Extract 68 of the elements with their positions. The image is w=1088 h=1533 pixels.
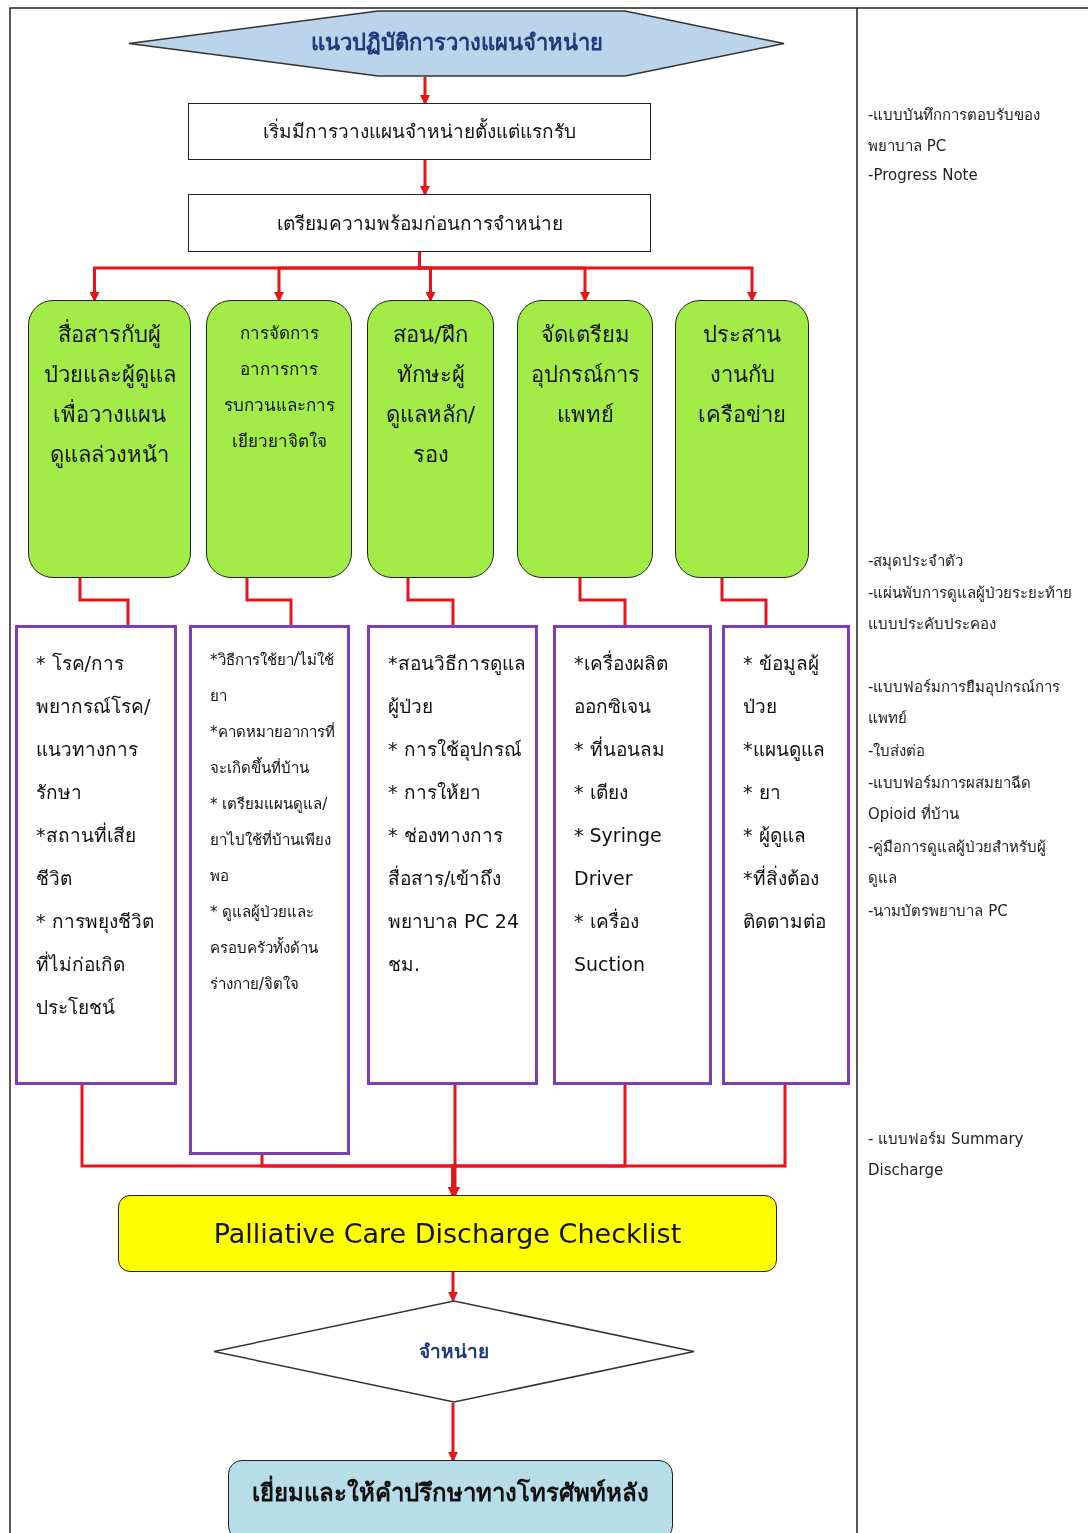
list-item: *แผนดูแล bbox=[743, 737, 826, 763]
connector-line bbox=[720, 578, 768, 625]
checklist-box bbox=[722, 625, 850, 1085]
list-item: * เตรียมแผนดูแล/ยาไปใช้ที่บ้านเพียงพอ bbox=[210, 794, 332, 887]
connector-line bbox=[578, 578, 627, 625]
arrow bbox=[420, 77, 430, 105]
process-box bbox=[228, 1460, 673, 1533]
box-text: สื่อสารกับผู้ป่วยและผู้ดูแลเพื่อวางแผนดูแลล่วงหน้า bbox=[39, 315, 180, 475]
box-text: สอน/ฝึกทักษะผู้ดูแลหลัก/รอง bbox=[384, 321, 477, 469]
checklist-box bbox=[189, 625, 350, 1155]
checklist-box bbox=[15, 625, 177, 1085]
list-item: * ดูแลผู้ป่วยและครอบครัวทั้งด้านร่างกาย/จิตใจ bbox=[210, 902, 319, 995]
list-item: * ข้อมูลผู้ป่วย bbox=[743, 651, 820, 719]
note-text: -แบบฟอร์มการผสมยาฉีด Opioid ที่บ้าน bbox=[868, 773, 1033, 825]
list-item: * การใช้อุปกรณ์ bbox=[388, 737, 523, 763]
list-item: * ยา bbox=[743, 780, 782, 805]
box-text: จัดเตรียมอุปกรณ์การแพทย์ bbox=[529, 321, 641, 429]
list-item: *ที่สิ่งต้องติดตามต่อ bbox=[743, 864, 827, 934]
box-text: ประสานงานกับเครือข่าย bbox=[697, 321, 787, 429]
decision-text: จำหน่าย bbox=[418, 1339, 490, 1365]
note-text: -ใบส่งต่อ bbox=[868, 741, 927, 762]
list-item: * ผู้ดูแล bbox=[743, 823, 807, 849]
list-item: *สอนวิธีการดูแลผู้ป่วย bbox=[388, 651, 527, 720]
decision-diamond bbox=[213, 1300, 695, 1403]
checklist-box bbox=[367, 625, 538, 1085]
title-banner bbox=[128, 10, 785, 77]
box-text: Palliative Care Discharge Checklist bbox=[212, 1216, 683, 1251]
connector-line bbox=[78, 578, 130, 625]
list-item: *วิธีการใช้ยา/ไม่ใช้ยา bbox=[210, 650, 335, 707]
arrow bbox=[418, 252, 757, 302]
task-box bbox=[517, 300, 653, 578]
note-text: -แผ่นพับการดูแลผู้ป่วยระยะท้ายแบบประคับประคอง bbox=[868, 583, 1073, 635]
arrow bbox=[420, 160, 430, 196]
list-item: *เครื่องผลิตออกซิเจน bbox=[574, 649, 669, 719]
process-box bbox=[188, 194, 651, 252]
process-box bbox=[188, 103, 651, 160]
box-text: เริ่มมีการวางแผนจำหน่ายตั้งแต่แรกรับ bbox=[262, 118, 577, 145]
note-text: -Progress Note bbox=[868, 165, 979, 186]
arrow bbox=[448, 1272, 458, 1302]
list-item: * ช่องทางการสื่อสาร/เข้าถึงพยาบาล PC 24 ชม. bbox=[388, 823, 520, 977]
task-box bbox=[675, 300, 809, 578]
list-item: * การให้ยา bbox=[388, 780, 482, 805]
list-item: * Syringe Driver bbox=[574, 823, 663, 891]
box-text: เยี่ยมและให้คำปรึกษาทางโทรศัพท์หลัง bbox=[229, 1477, 672, 1511]
title: แนวปฏิบัติการวางแผนจำหน่าย bbox=[309, 29, 604, 58]
connector-line bbox=[245, 578, 293, 625]
note-text: -คู่มือการดูแลผู้ป่วยสำหรับผู้ดูแล bbox=[868, 837, 1048, 889]
list-item: * ที่นอนลม bbox=[574, 735, 666, 762]
list-item: *สถานที่เสียชีวิต bbox=[36, 821, 137, 891]
list-item: * เครื่อง Suction bbox=[574, 907, 646, 977]
task-box bbox=[206, 300, 352, 578]
note-text: - แบบฟอร์ม Summary Discharge bbox=[868, 1129, 1025, 1181]
list-item: *คาดหมายอาการที่จะเกิดขึ้นที่บ้าน bbox=[210, 721, 336, 779]
arrow bbox=[448, 1403, 458, 1462]
note-text: -แบบฟอร์มการยืมอุปกรณ์การแพทย์ bbox=[868, 677, 1062, 729]
note-text: -แบบบันทึกการตอบรับของพยาบาล PC bbox=[868, 105, 1042, 157]
checklist-box bbox=[553, 625, 712, 1085]
note-text: -นามบัตรพยาบาล PC bbox=[868, 901, 1009, 922]
list-item: * เตียง bbox=[574, 780, 629, 805]
box-text: การจัดการอาการการรบกวนและการเยียวยาจิตใจ bbox=[222, 322, 336, 453]
list-item: * การพยุงชีวิตที่ไม่ก่อเกิดประโยชน์ bbox=[36, 909, 155, 1020]
checklist-box bbox=[118, 1195, 777, 1272]
task-box bbox=[28, 300, 191, 578]
list-item: * โรค/การพยากรณ์โรค/แนวทางการรักษา bbox=[36, 651, 152, 805]
box-text: เตรียมความพร้อมก่อนการจำหน่าย bbox=[275, 210, 564, 236]
connector-line bbox=[406, 578, 455, 625]
note-text: -สมุดประจำตัว bbox=[868, 551, 965, 573]
task-box bbox=[367, 300, 494, 578]
